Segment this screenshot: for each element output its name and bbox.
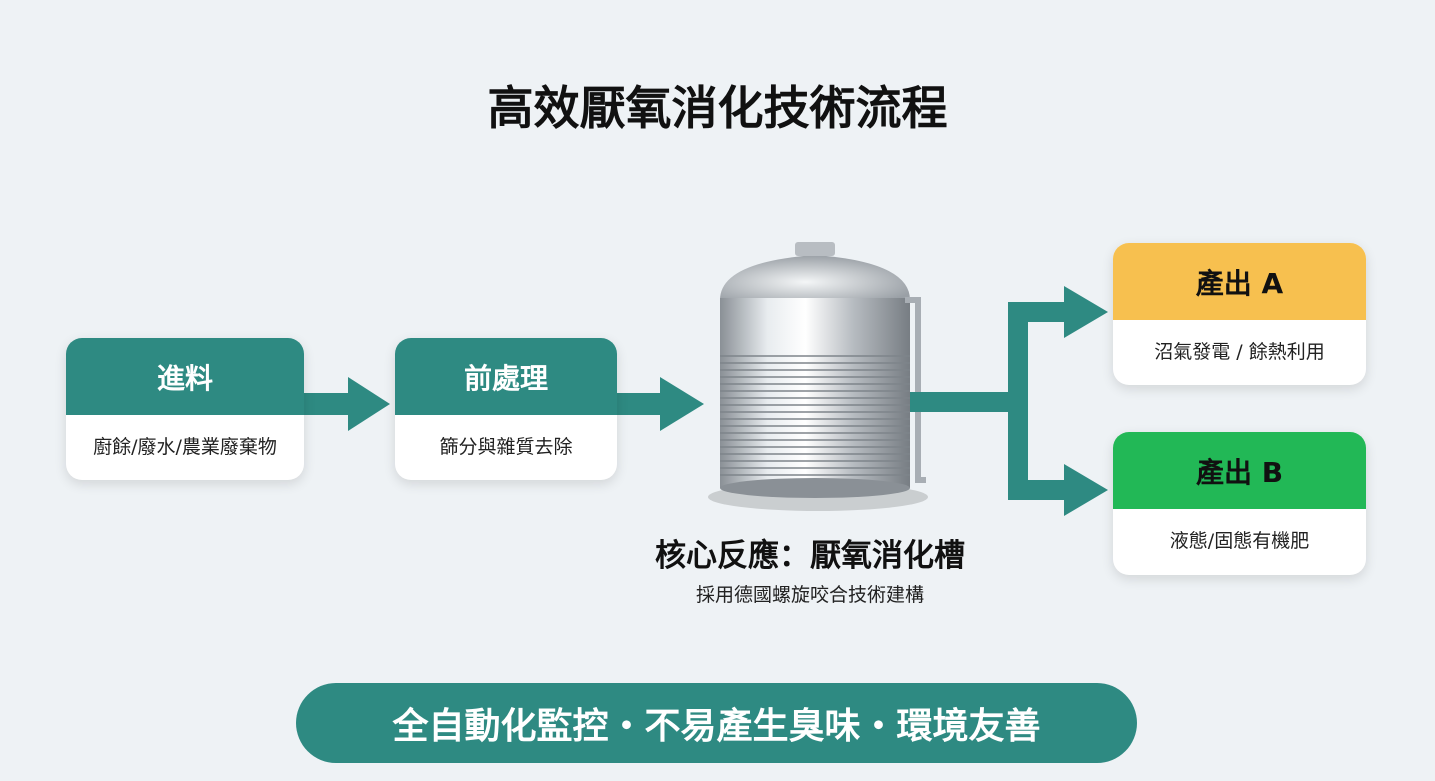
step-feed-card: 進料 廚餘/廢水/農業廢棄物 xyxy=(66,338,304,480)
features-banner: 全自動化監控・不易產生臭味・環境友善 xyxy=(296,683,1137,763)
arrow-tank-to-outputs xyxy=(910,286,1108,516)
step-pretreat-card: 前處理 篩分與雜質去除 xyxy=(395,338,617,480)
arrow-feed-to-pretreat xyxy=(304,377,390,431)
core-subtitle: 採用德國螺旋咬合技術建構 xyxy=(695,584,924,606)
output-b-title: 產出 B xyxy=(1113,432,1366,509)
step-pretreat-title: 前處理 xyxy=(395,338,617,415)
step-feed-desc: 廚餘/廢水/農業廢棄物 xyxy=(93,435,277,458)
arrow-pretreat-to-tank xyxy=(617,377,704,431)
output-a-title: 產出 A xyxy=(1113,243,1366,320)
core-title: 核心反應：厭氧消化槽 xyxy=(655,538,965,574)
output-b-desc: 液態/固態有機肥 xyxy=(1169,529,1310,552)
page-title: 高效厭氧消化技術流程 xyxy=(487,81,948,135)
step-feed-title: 進料 xyxy=(66,338,304,415)
output-a-desc: 沼氣發電 / 餘熱利用 xyxy=(1154,340,1325,363)
output-b-card: 產出 B 液態/固態有機肥 xyxy=(1113,432,1366,575)
digester-tank-image xyxy=(708,242,928,511)
output-a-card: 產出 A 沼氣發電 / 餘熱利用 xyxy=(1113,243,1366,385)
step-pretreat-desc: 篩分與雜質去除 xyxy=(439,435,573,458)
